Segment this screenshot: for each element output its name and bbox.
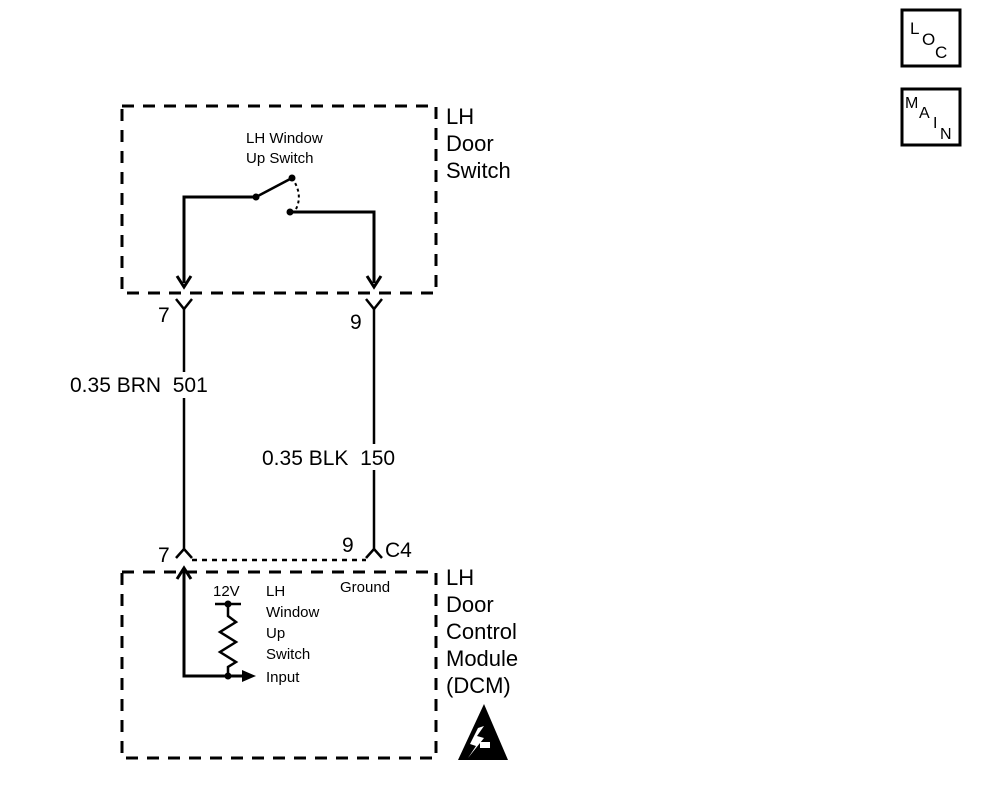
switch-label-2: Up Switch	[246, 150, 314, 167]
loc-letter-o: O	[922, 30, 935, 49]
dcm-pin-7: 7	[158, 544, 170, 567]
ground-label: Ground	[340, 579, 390, 596]
dcm-input-circuit	[175, 565, 256, 682]
door-switch-pin-9: 9	[350, 311, 362, 334]
dcm-title-2: Door	[446, 592, 494, 617]
main-button[interactable]: M A I N	[900, 87, 962, 147]
dcm-title-5: (DCM)	[446, 673, 511, 698]
dcm-title-4: Module	[446, 646, 518, 671]
input-label-5: Input	[266, 669, 300, 686]
wire-label-brn: 0.35 BRN 501	[70, 374, 208, 397]
dcm-title-3: Control	[446, 619, 517, 644]
main-letter-a: A	[919, 105, 930, 122]
door-switch-title-1: LH	[446, 104, 474, 129]
loc-letter-l: L	[910, 19, 919, 38]
loc-letter-c: C	[935, 43, 947, 62]
main-letter-i: I	[933, 115, 937, 132]
door-switch-title-2: Door	[446, 131, 494, 156]
main-letter-m: M	[905, 95, 918, 112]
main-letter-n: N	[940, 126, 952, 143]
loc-button[interactable]: L O C	[900, 8, 962, 68]
door-switch-box	[120, 104, 438, 295]
input-label-1: LH	[266, 583, 285, 600]
dcm-title-1: LH	[446, 565, 474, 590]
dcm-connector	[175, 547, 383, 562]
input-label-4: Switch	[266, 646, 310, 663]
dcm-box	[120, 570, 438, 760]
door-switch-title-3: Switch	[446, 158, 511, 183]
door-switch-connector	[175, 298, 383, 312]
voltage-label: 12V	[213, 583, 240, 600]
input-label-3: Up	[266, 625, 285, 642]
esd-warning-icon	[458, 704, 508, 760]
switch-label-1: LH Window	[246, 130, 323, 147]
wire-label-blk: 0.35 BLK 150	[262, 447, 395, 470]
dcm-connector-c4: C4	[385, 539, 412, 562]
input-label-2: Window	[266, 604, 320, 621]
dcm-pin-9: 9	[342, 534, 354, 557]
door-switch-pin-7: 7	[158, 304, 170, 327]
window-up-switch-symbol	[175, 174, 383, 290]
